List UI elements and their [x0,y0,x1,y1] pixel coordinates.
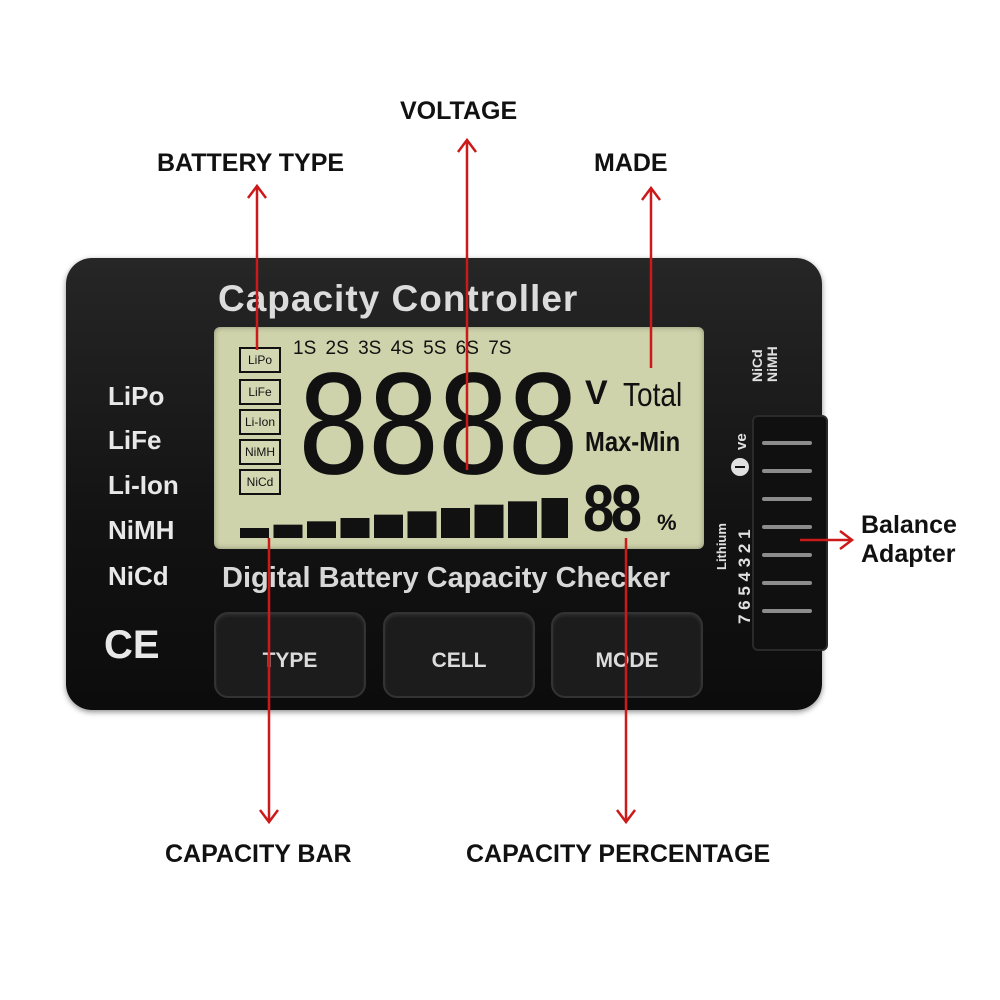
side-label-lipo: LiPo [108,381,165,411]
lcd-type-life: LiFe [239,379,281,405]
voltage-arrow-icon [457,137,477,470]
capacity-bar-segment [407,511,437,538]
cell-button-label: CELL [431,649,487,672]
lcd-total: Total [623,376,683,413]
lcd-unit-v: V [585,374,608,412]
capacity-bar-segment [541,498,568,538]
lcd-type-lipo: LiPo [239,347,281,373]
lcd-type-nicd: NiCd [239,469,281,495]
type-button-label: TYPE [262,649,318,672]
minus-circle-icon [731,458,749,476]
device-title: Capacity Controller [218,278,579,319]
connector-pin [762,441,812,445]
capacity-bar-segment [240,528,269,538]
battery-type-arrow-icon [247,183,267,350]
capacity-bar-segment [508,501,537,538]
lcd-voltage-digits: 8888 [296,348,581,506]
capacity-bar-segment [374,514,403,538]
balance-adapter-arrow-icon [800,530,855,550]
capacity-bar-segment [273,524,303,538]
capacity-percentage-arrow-icon [616,538,636,825]
capacity-bar-callout: CAPACITY BAR [165,840,352,868]
connector-pin [762,497,812,501]
balance-connector [752,415,828,651]
side-label-nicd: NiCd [108,561,169,591]
side-label-nimh: NiMH [108,515,175,545]
balance-adapter-line2: Adapter [861,540,956,568]
device-subtitle: Digital Battery Capacity Checker [222,562,671,594]
made-callout: MADE [594,149,668,177]
capacity-bar-segment [441,508,470,538]
lcd-cell-3s: 3S [358,338,382,359]
capacity-bar-arrow-icon [259,538,279,825]
lcd-type-nimh: NiMH [239,439,281,465]
capacity-bar-segment [307,521,336,538]
balance-adapter-line1: Balance [861,511,957,539]
lcd-percent-value: 88 [583,471,642,545]
connector-pin [762,469,812,473]
lcd-percent-sign: % [657,510,677,535]
capacity-percentage-callout: CAPACITY PERCENTAGE [466,840,771,868]
voltage-callout: VOLTAGE [400,97,518,125]
ce-mark: CE [104,623,160,667]
capacity-bar-segment [474,504,504,538]
connector-pin [762,581,812,585]
cell-button[interactable]: CELL [383,612,535,698]
lcd-max-min: Max-Min [585,426,681,457]
side-label-life: LiFe [108,425,162,455]
lcd-cell-7s: 7S [488,338,512,359]
battery-type-callout: BATTERY TYPE [157,149,345,177]
lcd-cell-5s: 5S [423,338,447,359]
balance-adapter-callout: Balance Adapter [861,511,957,569]
side-label-li-ion: Li-Ion [108,470,179,500]
connector-pin [762,553,812,557]
lcd-capacity-bar [240,498,568,538]
made-arrow-icon [641,185,661,368]
lcd-cell-4s: 4S [390,338,414,359]
capacity-bar-segment [340,518,370,538]
type-button[interactable]: TYPE [214,612,366,698]
lcd-cell-2s: 2S [325,338,349,359]
lcd-type-li-ion: Li-Ion [239,409,281,435]
lcd-cell-1s: 1S [293,338,317,359]
connector-pin [762,609,812,613]
lcd-cell-count-row: 1S 2S 3S 4S 5S 6S 7S [293,338,511,360]
connector-pin [762,525,812,529]
